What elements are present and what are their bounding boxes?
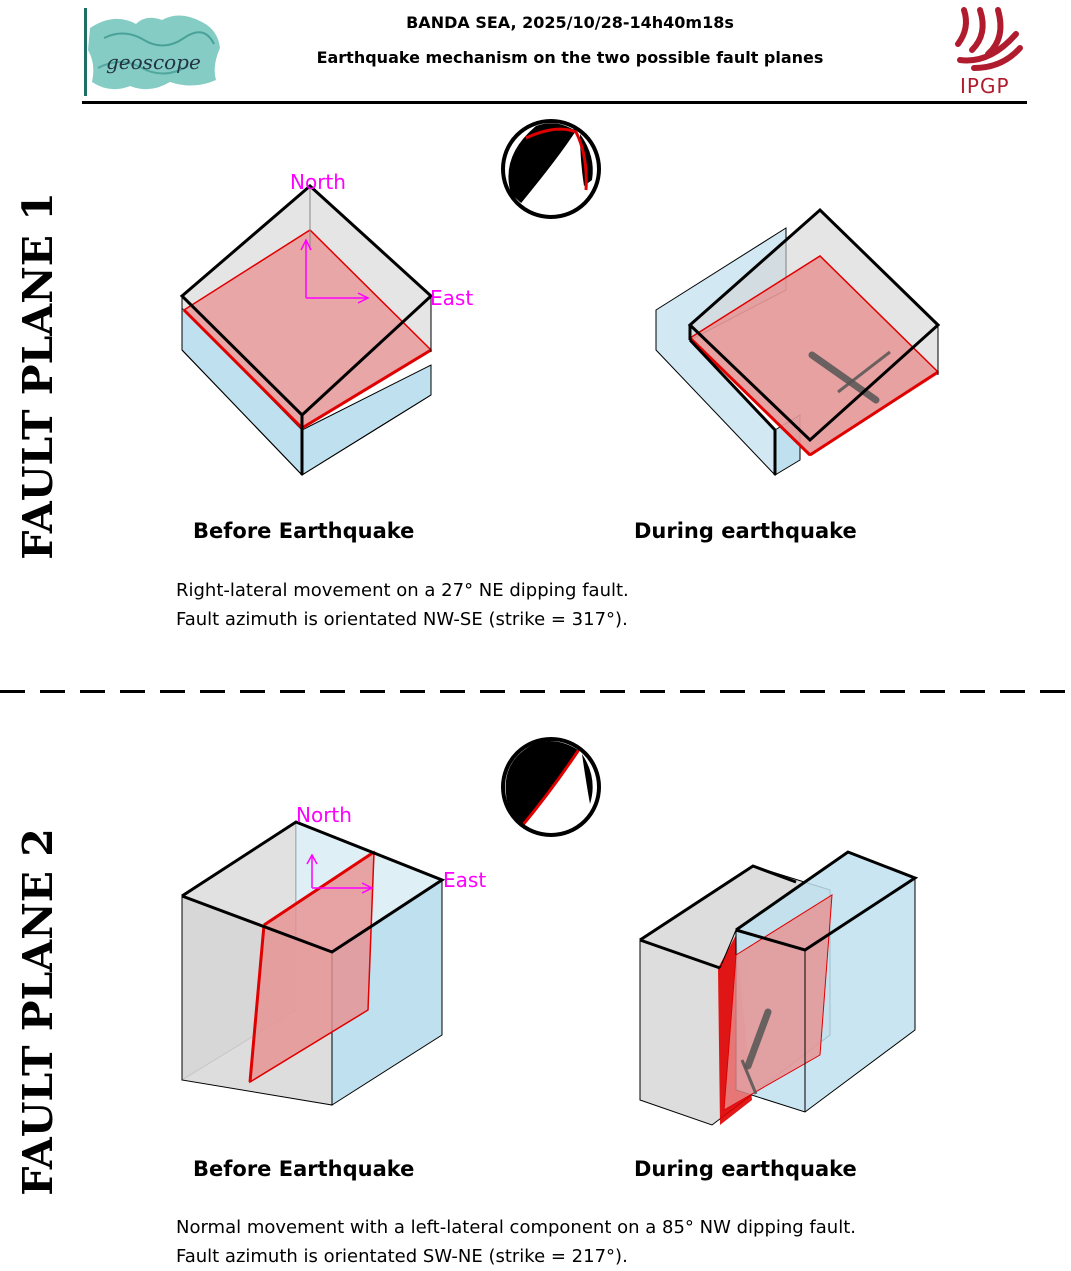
fault-plane-2-label: FAULT PLANE 2 bbox=[14, 828, 62, 1196]
description-2: Normal movement with a left-lateral comp… bbox=[176, 1213, 856, 1271]
description-2-line-1: Normal movement with a left-lateral comp… bbox=[176, 1217, 856, 1238]
east-label-1: East bbox=[430, 286, 474, 310]
description-2-line-2: Fault azimuth is orientated SW-NE (strik… bbox=[176, 1246, 628, 1267]
fault-plane-2-before-diagram bbox=[181, 820, 446, 1106]
geoscope-logo: geoscope bbox=[84, 8, 224, 96]
focal-mechanism-beachball-1 bbox=[501, 119, 601, 219]
page-title: BANDA SEA, 2025/10/28-14h40m18s bbox=[406, 13, 734, 32]
during-caption-1: During earthquake bbox=[634, 519, 857, 543]
east-label-2: East bbox=[443, 868, 487, 892]
north-label-1: North bbox=[290, 170, 346, 194]
during-caption-2: During earthquake bbox=[634, 1157, 857, 1181]
description-1: Right-lateral movement on a 27° NE dippi… bbox=[176, 576, 629, 634]
fault-plane-1-before-diagram bbox=[179, 183, 434, 477]
fault-plane-1-during-diagram bbox=[655, 207, 941, 477]
geoscope-logo-text: geoscope bbox=[106, 50, 201, 74]
before-caption-2: Before Earthquake bbox=[193, 1157, 415, 1181]
ipgp-logo: IPGP bbox=[950, 4, 1026, 98]
north-east-arrows bbox=[300, 238, 370, 304]
north-label-2: North bbox=[296, 803, 352, 827]
page-subtitle: Earthquake mechanism on the two possible… bbox=[316, 48, 824, 67]
focal-mechanism-beachball-2 bbox=[501, 737, 601, 837]
header-divider bbox=[82, 101, 1027, 104]
section-divider bbox=[0, 690, 1071, 693]
fault-plane-1-label: FAULT PLANE 1 bbox=[14, 192, 62, 560]
ipgp-logo-text: IPGP bbox=[960, 74, 1010, 98]
description-1-line-1: Right-lateral movement on a 27° NE dippi… bbox=[176, 580, 629, 601]
before-caption-1: Before Earthquake bbox=[193, 519, 415, 543]
description-1-line-2: Fault azimuth is orientated NW-SE (strik… bbox=[176, 609, 628, 630]
fault-plane-2-during-diagram bbox=[639, 850, 919, 1126]
